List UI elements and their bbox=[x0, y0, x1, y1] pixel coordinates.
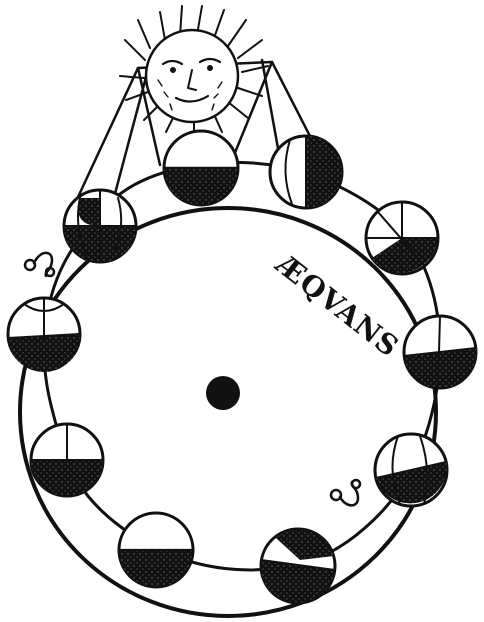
center-earth-dot bbox=[206, 376, 240, 410]
ascending-node-icon bbox=[25, 253, 54, 276]
moon-phase-icon bbox=[404, 316, 476, 388]
moon-phase-icon bbox=[375, 434, 447, 506]
moon-phase-icon bbox=[261, 529, 335, 603]
moon-phase-icon bbox=[31, 424, 103, 496]
moon-phase-icons bbox=[8, 131, 476, 603]
moon-phase-icon bbox=[164, 131, 238, 205]
moon-phase-icon bbox=[64, 190, 136, 262]
moon-phase-icon bbox=[270, 136, 342, 208]
moon-phase-icon bbox=[119, 513, 193, 587]
descending-node-icon bbox=[331, 480, 360, 505]
moon-phase-icon bbox=[8, 298, 80, 372]
equant-circle bbox=[20, 208, 436, 616]
sun-face-icon bbox=[120, 6, 268, 136]
moon-phase-icon bbox=[366, 202, 438, 274]
